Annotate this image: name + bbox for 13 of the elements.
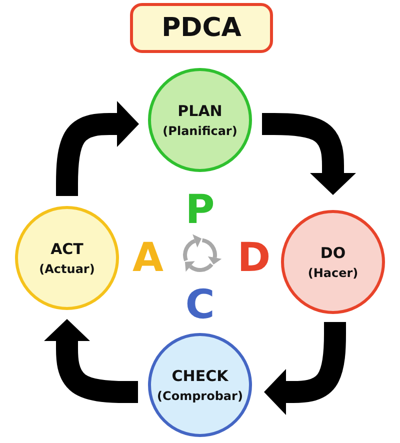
stage-name: ACT [50,240,84,258]
title: PDCA [130,3,273,53]
stage-letter: A [132,238,164,278]
stage-translation: (Planificar) [162,124,238,138]
stage-letter: P [185,190,215,230]
stage-name: PLAN [178,102,222,120]
stage-translation: (Actuar) [39,262,95,276]
stage-translation: (Comprobar) [157,389,243,403]
stage-name: CHECK [172,367,228,385]
stage-name: DO [320,244,346,262]
stage-translation: (Hacer) [308,266,358,280]
stage-letter: D [237,238,271,278]
stage-letter: C [185,285,215,325]
